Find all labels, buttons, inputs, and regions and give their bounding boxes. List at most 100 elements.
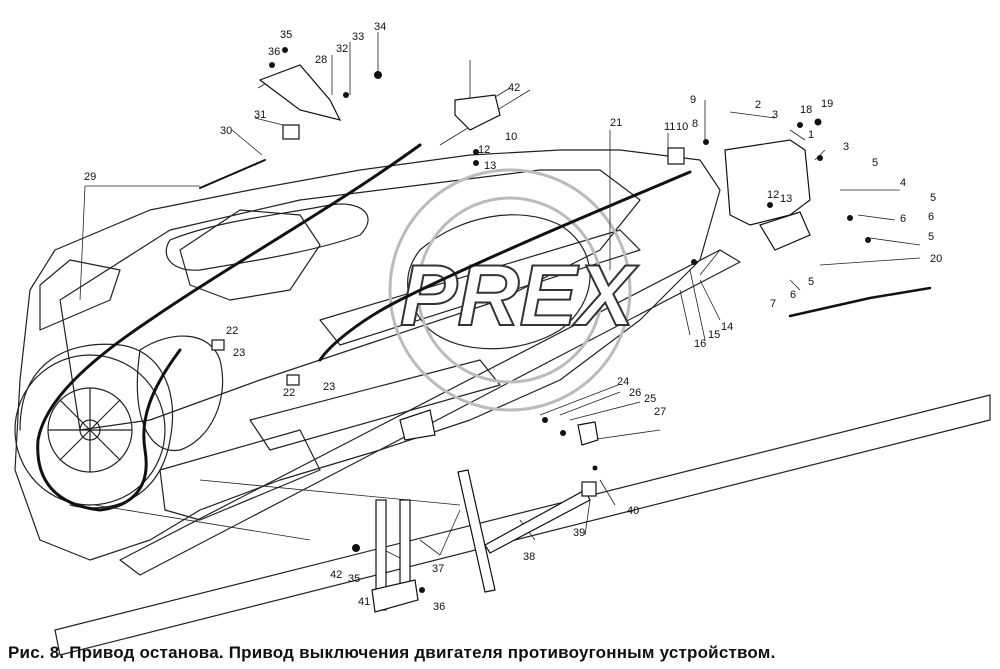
part-label-3: 3	[772, 109, 778, 121]
part-label-42: 42	[330, 569, 342, 581]
crossmember	[319, 229, 641, 346]
part-label-39: 39	[573, 527, 585, 539]
part-label-40: 40	[627, 505, 639, 517]
rod-38	[484, 489, 591, 554]
bracket-1	[724, 139, 811, 226]
nut-3	[817, 155, 823, 161]
mount-right	[399, 409, 436, 441]
nut-18	[797, 122, 803, 128]
part-label-25: 25	[644, 393, 656, 405]
part-label-1: 1	[808, 129, 814, 141]
main-control-cable	[36, 143, 422, 512]
part-label-15: 15	[708, 329, 720, 341]
part-label-26: 26	[629, 387, 641, 399]
transmission-housing	[407, 214, 591, 350]
nut-42	[352, 544, 360, 552]
nut-6	[847, 215, 853, 221]
part-label-10: 10	[676, 121, 688, 133]
nut-6b	[865, 237, 871, 243]
part-label-21: 21	[610, 117, 622, 129]
part-label-35: 35	[280, 29, 292, 41]
part-label-5: 5	[808, 276, 814, 288]
part-label-18: 18	[800, 104, 812, 116]
part-label-31: 31	[254, 109, 266, 121]
nut-19	[814, 118, 822, 126]
nut-26	[560, 430, 566, 436]
nut-16	[691, 259, 697, 265]
part-label-28: 28	[315, 54, 327, 66]
valve-cover	[59, 169, 641, 431]
part-label-35: 35	[348, 573, 360, 585]
part-label-19: 19	[821, 98, 833, 110]
cylinder-7	[759, 211, 811, 251]
part-label-13: 13	[780, 193, 792, 205]
bracket-27	[577, 421, 599, 446]
part-label-8: 8	[692, 118, 698, 130]
nut-36	[419, 587, 425, 593]
part-label-36: 36	[433, 601, 445, 613]
part-label-29: 29	[84, 171, 96, 183]
stop-cable	[318, 170, 692, 362]
part-label-41: 41	[358, 596, 370, 608]
part-label-6: 6	[928, 211, 934, 223]
engine-block	[14, 149, 721, 561]
bracket-41	[371, 579, 419, 613]
oil-pan	[159, 429, 321, 521]
part-label-20: 20	[930, 253, 942, 265]
air-duct	[179, 209, 321, 301]
part-label-5: 5	[928, 231, 934, 243]
part-label-11: 11	[664, 121, 675, 133]
bracket-10	[667, 147, 685, 165]
part-label-5: 5	[930, 192, 936, 204]
part-label-27: 27	[654, 406, 666, 418]
bracket-42	[454, 94, 501, 131]
part-label-22: 22	[226, 325, 238, 337]
pin-40	[592, 465, 598, 471]
cylinder-head-left	[39, 259, 121, 331]
nut-12b	[767, 202, 773, 208]
frame-rail-top	[119, 249, 741, 576]
part-label-5: 5	[872, 157, 878, 169]
part-label-6: 6	[900, 213, 906, 225]
fan-ring	[14, 354, 166, 506]
part-label-12: 12	[478, 144, 490, 156]
handle-37c	[457, 469, 496, 593]
cable-20	[788, 286, 932, 318]
part-label-9: 9	[690, 94, 696, 106]
washer-33	[343, 92, 349, 98]
block-22b	[286, 374, 300, 386]
nut-13	[473, 160, 479, 166]
part-label-33: 33	[352, 31, 364, 43]
plate-28	[258, 64, 342, 121]
part-label-23: 23	[323, 381, 335, 393]
part-label-32: 32	[336, 43, 348, 55]
intake-manifold	[165, 203, 369, 271]
part-label-7: 7	[770, 298, 776, 310]
part-label-38: 38	[523, 551, 535, 563]
part-label-4: 4	[900, 177, 906, 189]
part-label-24: 24	[617, 376, 629, 388]
part-label-13: 13	[484, 160, 496, 172]
nut-34	[374, 71, 382, 79]
part-label-14: 14	[721, 321, 733, 333]
frame-rail	[54, 394, 991, 656]
part-label-6: 6	[790, 289, 796, 301]
bolt-9	[703, 139, 709, 145]
block-22a	[211, 339, 225, 351]
bell-housing	[136, 335, 224, 452]
part-label-42: 42	[508, 82, 520, 94]
part-label-30: 30	[220, 125, 232, 137]
part-label-3: 3	[843, 141, 849, 153]
figure-caption: Рис. 8. Привод останова. Привод выключен…	[8, 643, 776, 662]
nut-24	[542, 417, 548, 423]
part-label-10: 10	[505, 131, 517, 143]
exhaust-pipe	[249, 359, 501, 451]
part-label-34: 34	[374, 21, 386, 33]
nut-35	[282, 47, 288, 53]
washer-36	[269, 62, 275, 68]
clamp-31	[282, 124, 300, 140]
clip-39	[581, 481, 597, 497]
